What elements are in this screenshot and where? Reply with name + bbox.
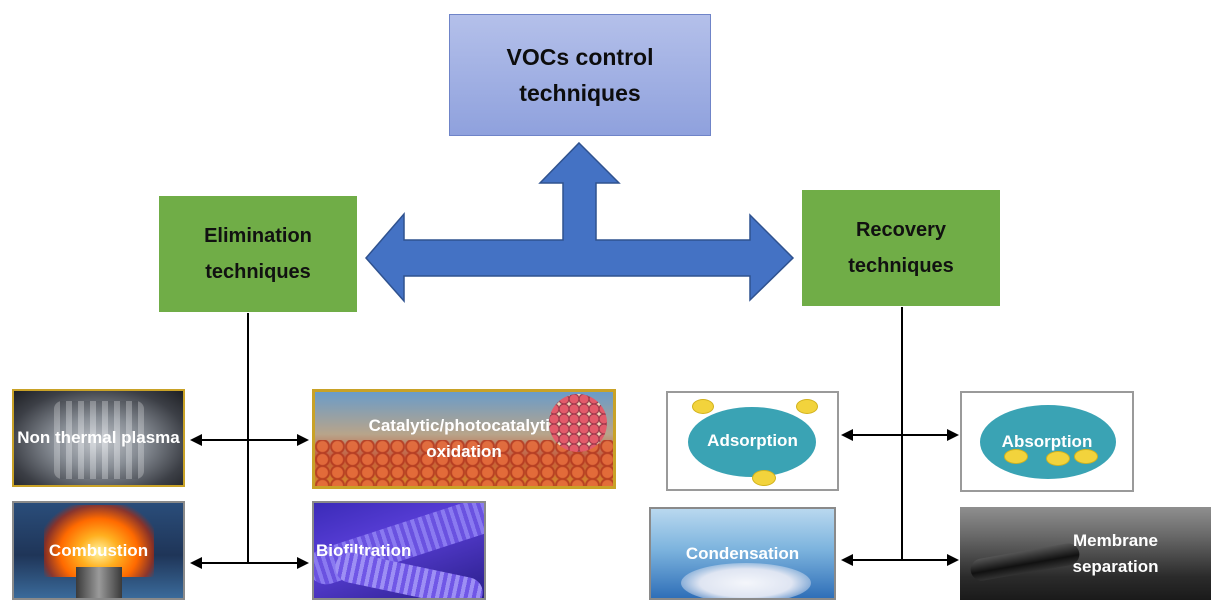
tile-label: Combustion bbox=[48, 540, 149, 560]
adsorption-tile: Adsorption bbox=[666, 391, 839, 491]
title-text: VOCs control techniques bbox=[506, 44, 654, 106]
elimination-box: Elimination techniques bbox=[159, 196, 357, 312]
title-box: VOCs control techniques bbox=[449, 14, 711, 136]
combustion-tile: Combustion bbox=[12, 501, 185, 600]
elimination-title: Elimination techniques bbox=[204, 225, 312, 283]
tile-label: Biofiltration bbox=[316, 540, 412, 560]
biofiltration-tile: Biofiltration bbox=[312, 501, 486, 600]
condensation-tile: Condensation bbox=[649, 507, 836, 600]
catalytic-oxidation-tile: Catalytic/photocatalytic oxidation bbox=[312, 389, 616, 489]
tri-arrow bbox=[365, 141, 795, 303]
tile-label: Condensation bbox=[685, 543, 800, 563]
absorption-tile: Absorption bbox=[960, 391, 1134, 492]
membrane-separation-tile: Membrane separation bbox=[960, 507, 1211, 600]
tile-label: Absorption bbox=[1001, 431, 1093, 451]
tile-label: Non thermal plasma bbox=[17, 428, 180, 447]
tile-label: Membrane separation bbox=[1072, 530, 1159, 576]
tile-label: Adsorption bbox=[707, 431, 798, 450]
recovery-box: Recovery techniques bbox=[802, 190, 1000, 306]
non-thermal-plasma-tile: Non thermal plasma bbox=[12, 389, 185, 487]
recovery-title: Recovery techniques bbox=[848, 219, 954, 277]
tile-label: Catalytic/photocatalytic oxidation bbox=[368, 416, 560, 461]
